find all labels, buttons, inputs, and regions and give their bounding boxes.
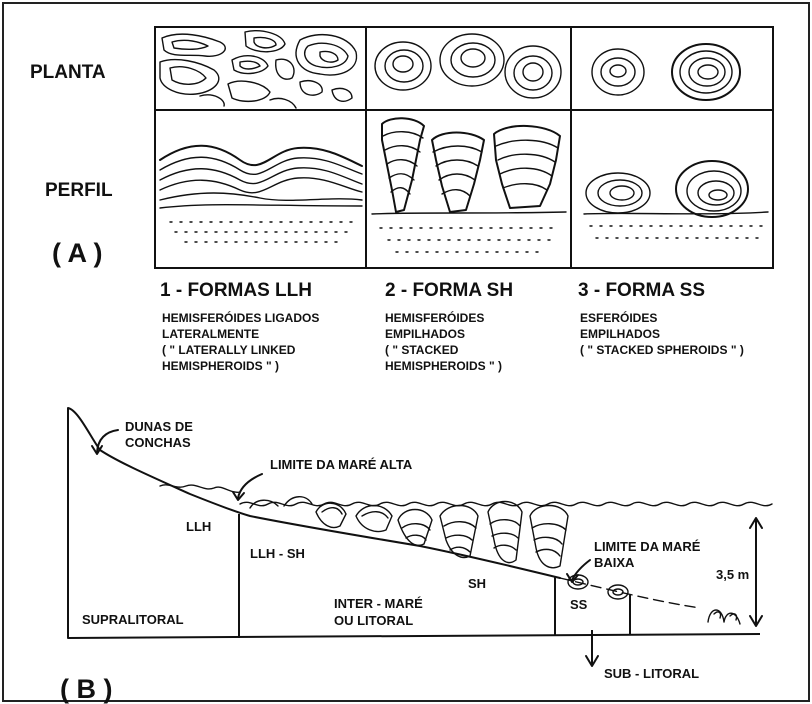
panel-a-label: ( A ) <box>52 238 102 268</box>
form-2-desc-line: ( " STACKED <box>385 343 459 357</box>
planta-sh-sketch <box>375 34 561 98</box>
limite-baixa-label-line: LIMITE DA MARÉ <box>594 539 701 554</box>
form-3-desc-line: ( " STACKED SPHEROIDS " ) <box>580 343 744 357</box>
base-line <box>68 634 760 638</box>
depth-label: 3,5 m <box>716 567 749 582</box>
perfil-ss-sketch <box>584 161 768 238</box>
planta-llh-sketch <box>160 31 357 108</box>
row-label-planta: PLANTA <box>30 62 106 83</box>
shore-stromatolites <box>250 497 740 624</box>
sub-litoral-label: SUB - LITORAL <box>604 666 699 681</box>
limite-alta-label: LIMITE DA MARÉ ALTA <box>270 457 413 472</box>
limite-baixa-arrow <box>572 560 590 580</box>
perfil-llh-sketch <box>160 146 362 242</box>
form-1-desc-line: LATERALMENTE <box>162 327 259 341</box>
form-3-desc-line: EMPILHADOS <box>580 327 660 341</box>
form-1-desc-line: ( " LATERALLY LINKED <box>162 343 296 357</box>
row-label-perfil: PERFIL <box>45 180 113 201</box>
inter-label-line: OU LITORAL <box>334 613 413 628</box>
limite-baixa-label-line: BAIXA <box>594 555 635 570</box>
form-2-title: 2 - FORMA SH <box>385 280 513 301</box>
llh-label: LLH <box>186 519 211 534</box>
form-1-desc-line: HEMISPHEROIDS " ) <box>162 359 279 373</box>
ss-label: SS <box>570 597 588 612</box>
form-2-desc-line: HEMISFERÓIDES <box>385 310 484 325</box>
panel-a: PLANTA PERFIL ( A ) <box>30 27 773 373</box>
inter-label-line: INTER - MARÉ <box>334 596 423 611</box>
form-1-title: 1 - FORMAS LLH <box>160 280 312 301</box>
llh-sh-label: LLH - SH <box>250 546 305 561</box>
planta-ss-sketch <box>592 44 740 100</box>
form-3-desc-line: ESFERÓIDES <box>580 310 657 325</box>
form-1-desc-line: HEMISFERÓIDES LIGADOS <box>162 310 319 325</box>
panel-b: DUNAS DE CONCHAS LIMITE DA MARÉ ALTA LLH… <box>60 408 772 704</box>
supralitoral-label: SUPRALITORAL <box>82 612 184 627</box>
dunas-label-line: CONCHAS <box>125 435 191 450</box>
dunas-label-line: DUNAS DE <box>125 419 193 434</box>
sh-label: SH <box>468 576 486 591</box>
form-3-title: 3 - FORMA SS <box>578 280 705 301</box>
panel-b-label: ( B ) <box>60 674 112 704</box>
form-2-desc-line: EMPILHADOS <box>385 327 465 341</box>
supratidal-wave <box>160 485 240 492</box>
form-2-desc-line: HEMISPHEROIDS " ) <box>385 359 502 373</box>
water-surface <box>240 502 772 505</box>
perfil-sh-sketch <box>372 118 566 252</box>
